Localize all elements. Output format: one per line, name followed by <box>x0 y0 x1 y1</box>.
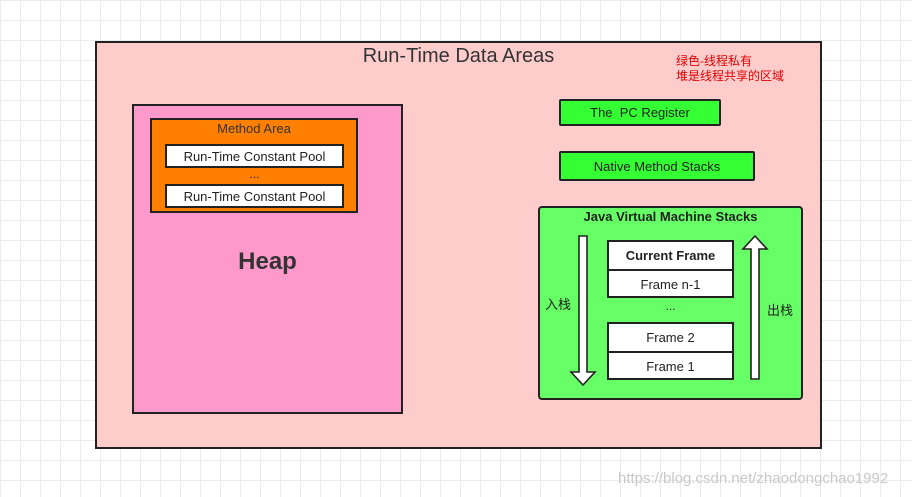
frames-ellipsis: ... <box>665 299 676 313</box>
method-area-label: Method Area <box>217 120 291 136</box>
legend-note-line-1: 绿色-线程私有 <box>676 54 752 68</box>
constant-pool-box: Run-Time Constant Pool <box>165 144 344 168</box>
pop-label: 出栈 <box>766 302 793 318</box>
pc-register-box: The PC Register <box>559 99 721 126</box>
legend-note-line-2: 堆是线程共享的区域 <box>676 69 785 83</box>
diagram-title: Run-Time Data Areas <box>362 44 555 67</box>
constant-pool-box: Run-Time Constant Pool <box>165 184 344 208</box>
push-label: 入栈 <box>544 296 571 312</box>
current-frame: Current Frame <box>625 248 716 263</box>
push-arrow-down-icon <box>569 235 597 387</box>
frame-2: Frame 2 <box>646 330 695 345</box>
native-method-stacks-box: Native Method Stacks <box>559 151 755 181</box>
watermark: https://blog.csdn.net/zhaodongchao1992 <box>618 470 889 487</box>
stack-frames-bottom: Frame 2 Frame 1 <box>607 322 734 380</box>
stack-frames-top: Current Frame Frame n-1 <box>607 240 734 298</box>
legend-note: 绿色-线程私有 堆是线程共享的区域 <box>676 54 784 84</box>
frame-1: Frame 1 <box>609 351 732 380</box>
heap-label: Heap <box>238 248 297 275</box>
frame-n-minus-1: Frame n-1 <box>609 269 732 298</box>
jvm-stacks-label: Java Virtual Machine Stacks <box>583 209 758 224</box>
pop-arrow-up-icon <box>741 234 769 380</box>
constant-pool-ellipsis: ... <box>249 167 260 181</box>
